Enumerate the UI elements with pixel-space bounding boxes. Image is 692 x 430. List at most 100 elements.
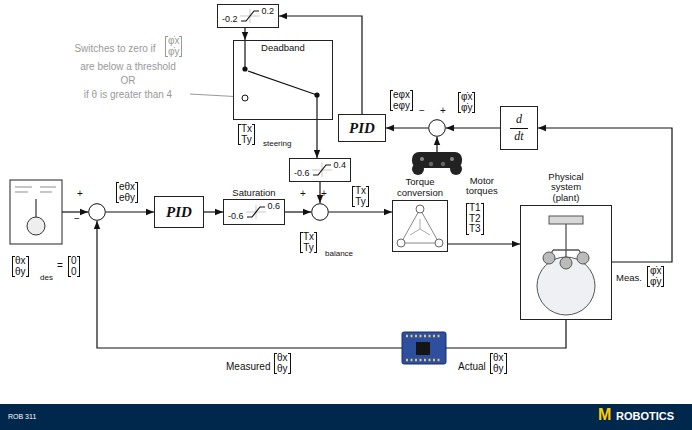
saturation-block: -0.6 0.4 — [289, 158, 351, 182]
signal-vector: θx θy — [490, 353, 507, 374]
junction-sign: + — [77, 188, 83, 199]
symbol-axes — [240, 9, 260, 23]
signal-vector: θx θy — [274, 353, 291, 374]
robot-motor — [560, 257, 572, 269]
wheel-node — [416, 205, 424, 213]
summing-junction: +− — [88, 203, 106, 221]
limit-value: -0.6 — [294, 169, 310, 179]
symbol-curve — [241, 11, 259, 21]
junction-sign: + — [300, 188, 306, 199]
signal-name: Meas. — [616, 273, 642, 283]
symbol-axes — [246, 205, 266, 219]
junction-sign: − — [74, 213, 80, 224]
gamepad-button — [450, 157, 454, 161]
signal-subscript: des — [40, 274, 53, 282]
annotation-text: OR — [121, 76, 136, 87]
limit-value: 0.2 — [262, 7, 275, 17]
logo-letter: M — [598, 407, 611, 424]
junction-circle — [428, 119, 446, 137]
signal-vector: φ̇x φ̇y — [165, 36, 182, 57]
signal-arrow — [319, 182, 320, 203]
signal-vector: φ̇x φ̇y — [458, 92, 475, 113]
saturation-symbol — [246, 205, 266, 219]
fraction-bar — [510, 128, 528, 129]
torque-axes — [410, 219, 430, 235]
signal-arrow — [244, 28, 245, 40]
block-label: Deadband — [234, 43, 332, 53]
signal-name: Motor torques — [466, 176, 498, 196]
signal-vector: T1 T2 T3 — [466, 203, 484, 235]
pid-controller: PID — [154, 196, 204, 228]
gamepad-stick — [429, 162, 433, 166]
symbol-axes — [312, 163, 332, 177]
torque-conversion-figure — [393, 201, 447, 251]
signal-arrow — [106, 211, 154, 212]
course-code: ROB 311 — [8, 413, 36, 420]
figure-caption-marks — [15, 187, 56, 192]
wheel-node — [397, 239, 405, 247]
signal-arrow — [446, 127, 500, 128]
signal-name: Actual — [458, 362, 486, 373]
block-label: Saturation — [232, 188, 275, 198]
block-label: Physical system (plant) — [548, 172, 583, 203]
junction-circle — [88, 203, 106, 221]
signal-arrow — [329, 211, 392, 212]
switch-contact — [242, 66, 247, 71]
signal-name: Measured — [226, 362, 270, 373]
gamepad-stick — [441, 162, 445, 166]
signal-vector: eφx eφy — [390, 90, 413, 111]
robot-motor — [543, 252, 555, 264]
signal-vector: eθx eθy — [116, 182, 138, 203]
figure-frame — [10, 180, 62, 244]
signal-vector: 0 0 — [68, 256, 80, 277]
imu-sensor-board — [402, 332, 446, 364]
ball — [537, 257, 595, 315]
limit-value: -0.2 — [222, 15, 238, 25]
switch-output-wire — [316, 95, 317, 119]
gamepad-grip — [450, 163, 462, 175]
limit-value: 0.4 — [334, 161, 347, 171]
signal-arrow — [204, 211, 223, 212]
imu-board — [402, 332, 446, 364]
junction-sign: + — [440, 105, 446, 116]
robot-motor — [577, 252, 589, 264]
saturation-symbol — [240, 9, 260, 23]
junction-sign: + — [321, 188, 327, 199]
operator-text: dt — [514, 130, 523, 143]
gamepad-grip — [412, 163, 424, 175]
imu-pins — [406, 336, 442, 360]
gamepad-button — [420, 157, 424, 161]
signal-arrow — [285, 211, 311, 212]
gamepad-icon — [412, 152, 462, 175]
summing-junction: −+ — [428, 119, 446, 137]
imu-chip — [416, 342, 430, 355]
symbol-curve — [247, 207, 265, 217]
symbol-curve — [313, 165, 331, 175]
signal-arrow — [97, 221, 566, 348]
switch-lever — [248, 71, 317, 95]
desired-attitude-figure — [10, 180, 62, 244]
signal-arrow — [386, 127, 428, 128]
junction-ring — [312, 204, 329, 221]
signal-vector: θx θy — [12, 256, 29, 277]
signal-vector: Tx Ty — [352, 186, 369, 207]
operator-text: d — [516, 113, 522, 126]
junction-sign: − — [419, 105, 425, 116]
saturation-block: -0.2 0.2 — [217, 4, 279, 28]
saturation-block: Saturation-0.60.6 — [223, 199, 285, 225]
zero-contact — [242, 95, 248, 101]
equals-sign: = — [57, 261, 63, 272]
annotation-text: if θ is greater than 4 — [84, 90, 172, 101]
switch-input-wire — [244, 41, 245, 67]
reference-wire — [62, 211, 88, 212]
block-label: PID — [166, 204, 192, 221]
gamepad-wire — [436, 137, 437, 152]
limit-value: 0.6 — [268, 202, 281, 212]
figure-rod — [35, 199, 36, 217]
limit-value: -0.6 — [228, 212, 244, 222]
logo-wordmark: ROBOTICS — [616, 411, 674, 423]
block-label: PID — [349, 120, 375, 137]
signal-vector: Tx Ty — [300, 232, 317, 253]
signal-vector: Tx Ty — [238, 124, 255, 145]
